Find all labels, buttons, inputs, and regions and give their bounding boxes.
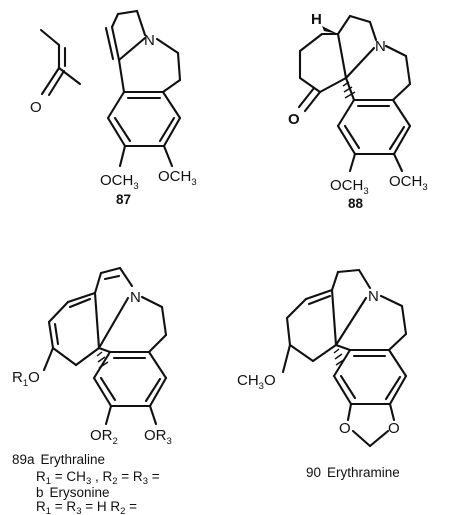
methoxy-90: CH3O xyxy=(237,372,276,392)
compound-88-structure: H N O OCH3 OCH3 88 xyxy=(288,11,428,211)
compound-number-87: 87 xyxy=(116,192,131,207)
ketone-oxygen-88: O xyxy=(288,111,300,128)
methoxy-1-88: OCH3 xyxy=(330,177,369,197)
tetracyclic-ketone-88 xyxy=(297,14,412,173)
hydrogen-88: H xyxy=(311,11,322,28)
enamine-core-87 xyxy=(104,9,182,168)
methyl-vinyl-ketone: O xyxy=(30,28,82,116)
r1-oxygen-89: R1O xyxy=(12,369,40,389)
methoxy-2-87: OCH3 xyxy=(158,168,197,188)
dioxole-oxygen-left-90: O xyxy=(339,420,351,437)
compound-87-structure: O xyxy=(30,9,197,207)
nitrogen-88: N xyxy=(375,38,386,55)
nitrogen-89: N xyxy=(130,289,141,306)
ketone-oxygen-87: O xyxy=(30,99,42,116)
or2-89: OR2 xyxy=(90,427,118,447)
erythrina-core-89 xyxy=(42,266,168,426)
dioxole-oxygen-right-90: O xyxy=(388,420,400,437)
substituent-line-89a: R1 = CH3 , R2 = R3 = xyxy=(36,469,160,487)
or3-89: OR3 xyxy=(144,427,172,447)
methoxy-1-87: OCH3 xyxy=(100,172,139,192)
substituent-line-89b: R1 = R3 = H R2 = xyxy=(36,499,137,515)
methoxy-2-88: OCH3 xyxy=(389,173,428,193)
nitrogen-87: N xyxy=(144,32,155,49)
erythramine-core-90 xyxy=(281,268,408,448)
nitrogen-90: N xyxy=(368,288,379,305)
compound-number-88: 88 xyxy=(348,196,364,211)
